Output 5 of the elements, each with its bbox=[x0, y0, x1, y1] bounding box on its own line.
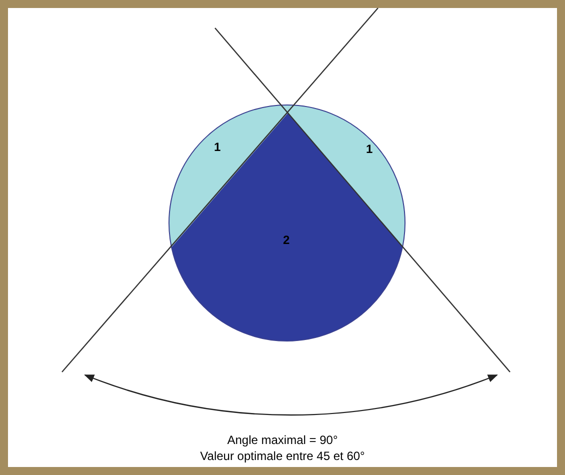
caption-text: Angle maximal = 90° bbox=[227, 433, 338, 448]
region-number: 1 bbox=[366, 142, 373, 156]
region-number: 1 bbox=[214, 140, 221, 154]
caption-text: Valeur optimale entre 45 et 60° bbox=[200, 449, 365, 464]
region-number: 2 bbox=[283, 233, 290, 247]
